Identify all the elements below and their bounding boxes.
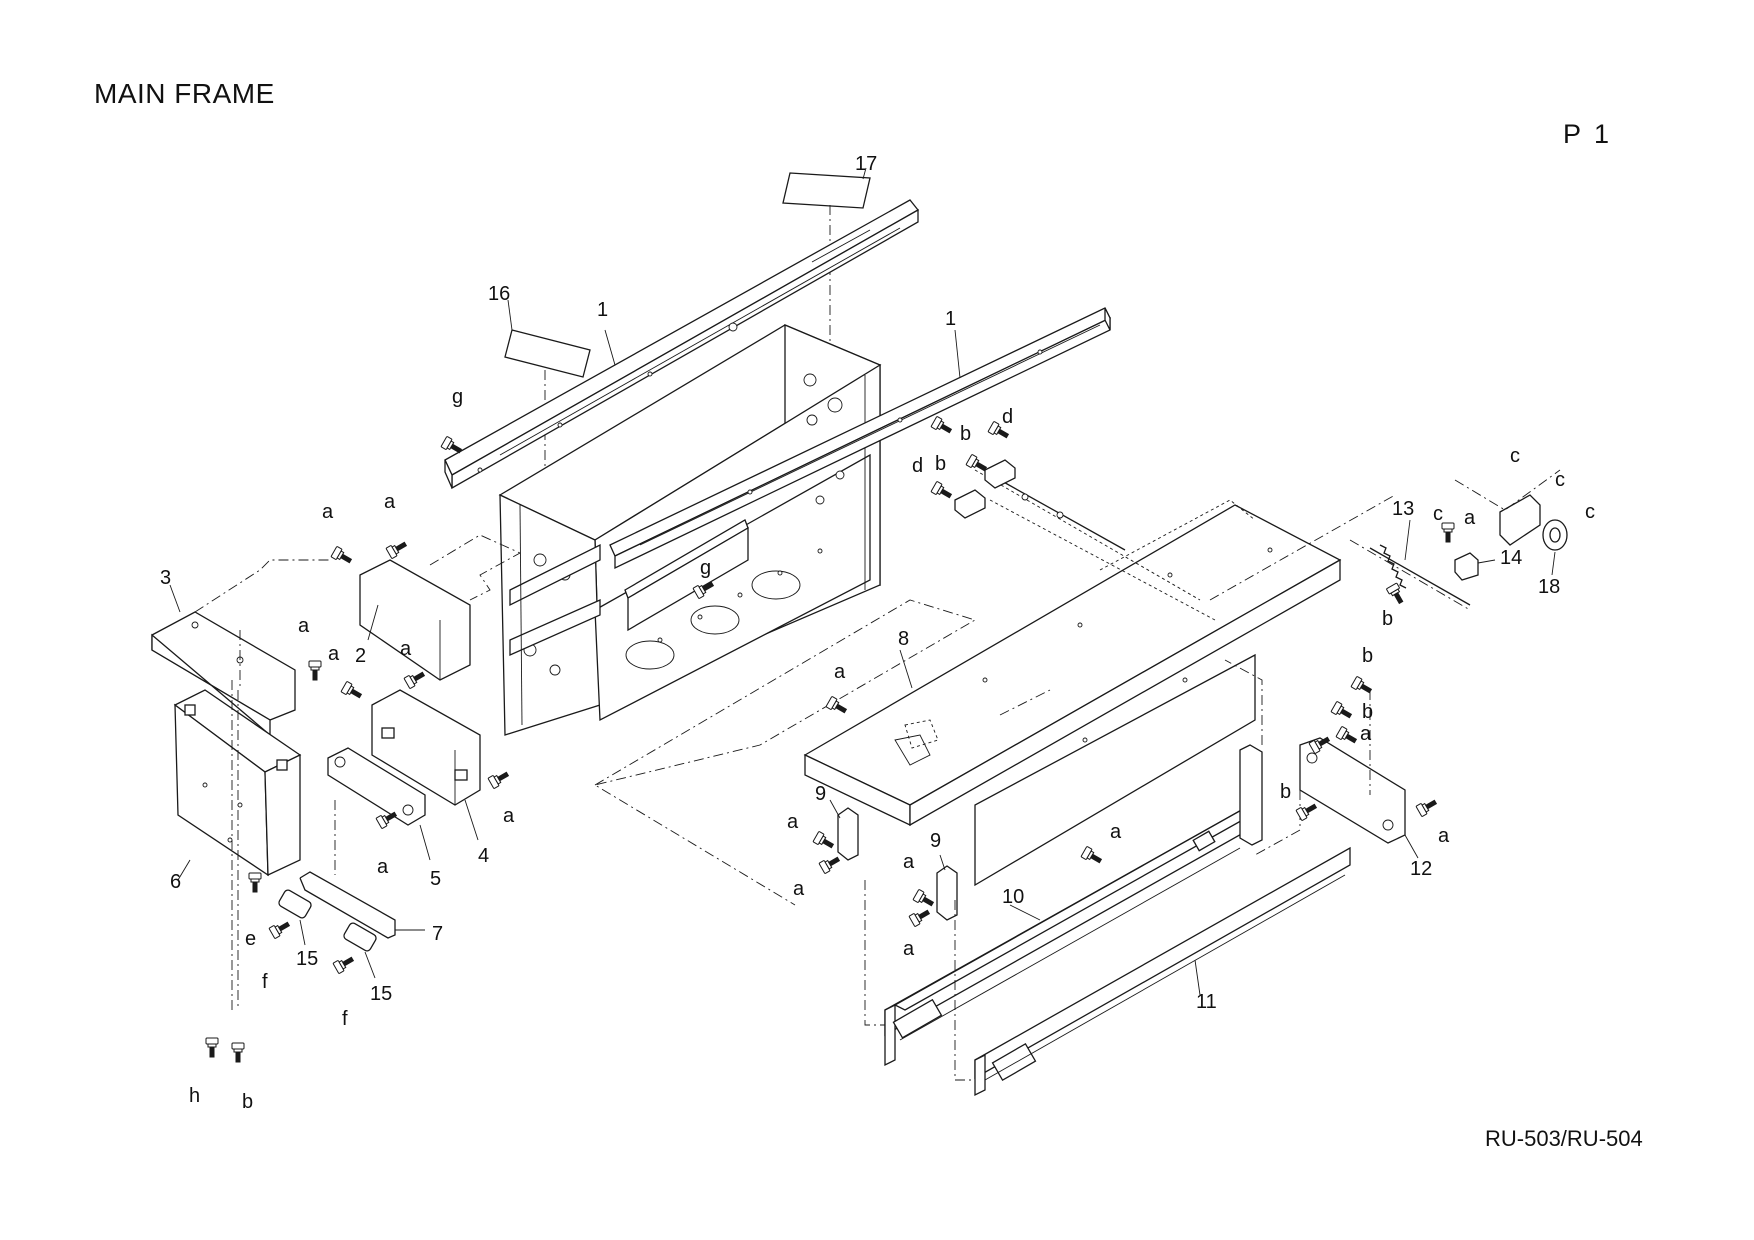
page-number: P 1 (1563, 119, 1613, 149)
part-11-lower-rail (954, 846, 1351, 1097)
screw-label-b: b (242, 1091, 253, 1113)
screw-label-a: a (328, 643, 340, 665)
callout-9-left: 9 (815, 783, 826, 805)
part-8-top-cover (803, 499, 1342, 887)
callout-8: 8 (898, 628, 909, 650)
screw-label-b: b (1362, 701, 1373, 723)
screw-label-a: a (787, 811, 799, 833)
screw-label-a: a (384, 491, 396, 513)
part-1-upper-rail-left (444, 199, 919, 490)
screw-label-a: a (400, 638, 412, 660)
callout-7: 7 (432, 923, 443, 945)
part-4-bracket (371, 689, 481, 841)
part-1-upper-rail-right (609, 307, 1111, 570)
callout-12: 12 (1410, 858, 1432, 880)
shaft-assembly (974, 469, 1471, 621)
screw-letter-labels: g g a a a a a a a a a a a a a a a a b b … (189, 386, 1595, 1113)
screw-label-a: a (1464, 507, 1476, 529)
callout-18: 18 (1538, 576, 1560, 598)
screw-label-a: a (903, 851, 915, 873)
screw-label-b: b (935, 453, 946, 475)
part-15-connector-upper (278, 889, 312, 946)
part-5-slotted-plate (327, 747, 431, 861)
screw-label-c: c (1585, 501, 1595, 523)
screw-label-d: d (912, 455, 923, 477)
screw-label-a: a (1110, 821, 1122, 843)
part-13-spring (1379, 519, 1411, 589)
screw-label-a: a (903, 938, 915, 960)
part-3-cover-bracket (151, 559, 330, 737)
callout-15-upper: 15 (296, 948, 318, 970)
callout-15-lower: 15 (370, 983, 392, 1005)
screw-label-e: e (245, 928, 256, 950)
screw-label-b: b (1362, 645, 1373, 667)
screw-label-c: c (1433, 503, 1443, 525)
part-callouts: 17 16 1 1 3 2 6 5 4 7 15 15 8 9 9 10 11 … (160, 153, 1560, 1013)
part-7-harness-bracket (299, 800, 425, 939)
part-9-bracket-left (829, 799, 859, 861)
shaft-bracket-lower (954, 489, 986, 519)
screw-label-a: a (503, 805, 515, 827)
callout-14: 14 (1500, 547, 1522, 569)
screw-label-g: g (452, 386, 463, 408)
model-label: RU-503/RU-504 (1485, 1126, 1643, 1151)
callout-1-left: 1 (597, 299, 608, 321)
screw-label-h: h (189, 1085, 200, 1107)
screw-label-a: a (1438, 825, 1450, 847)
screw-label-c: c (1555, 469, 1565, 491)
callout-1-right: 1 (945, 308, 956, 330)
callout-13: 13 (1392, 498, 1414, 520)
shaft-bracket-upper (984, 459, 1016, 489)
page-title: MAIN FRAME (94, 78, 275, 109)
screw-label-a: a (377, 856, 389, 878)
callout-9-right: 9 (930, 830, 941, 852)
part-6-electrical-box (173, 680, 302, 1010)
part-15-connector-lower (343, 922, 377, 979)
part-12-end-bracket (1254, 690, 1419, 859)
callout-3: 3 (160, 567, 171, 589)
screw-label-f: f (262, 971, 268, 993)
part-9-bracket-right (936, 854, 958, 921)
part-2-bracket (359, 559, 471, 681)
callout-4: 4 (478, 845, 489, 867)
roller-bracket-plate (1454, 469, 1561, 546)
screw-label-a: a (834, 661, 846, 683)
assembly-boundary-upper (429, 534, 522, 601)
callout-11: 11 (1196, 991, 1217, 1013)
callout-16: 16 (488, 283, 510, 305)
screw-label-a: a (793, 878, 805, 900)
part-14-clip (1454, 552, 1496, 581)
screw-label-a: a (298, 615, 310, 637)
screw-label-b: b (960, 423, 971, 445)
rear-mount-bracket (1224, 659, 1263, 846)
callout-6: 6 (170, 871, 181, 893)
screw-label-b: b (1280, 781, 1291, 803)
screw-label-f: f (342, 1008, 348, 1030)
screw-label-d: d (1002, 406, 1013, 428)
screw-label-c: c (1510, 445, 1520, 467)
screw-label-a: a (322, 501, 334, 523)
callout-5: 5 (430, 868, 441, 890)
assembly-boundary-main (593, 599, 977, 906)
part-16-label-sheet (504, 299, 591, 510)
screw-label-a: a (1360, 723, 1372, 745)
callout-17: 17 (855, 153, 877, 175)
screw-label-g: g (700, 557, 711, 579)
screw-label-b: b (1382, 608, 1393, 630)
callout-2: 2 (355, 645, 366, 667)
callout-10: 10 (1002, 886, 1024, 908)
part-18-roller (1542, 519, 1568, 576)
